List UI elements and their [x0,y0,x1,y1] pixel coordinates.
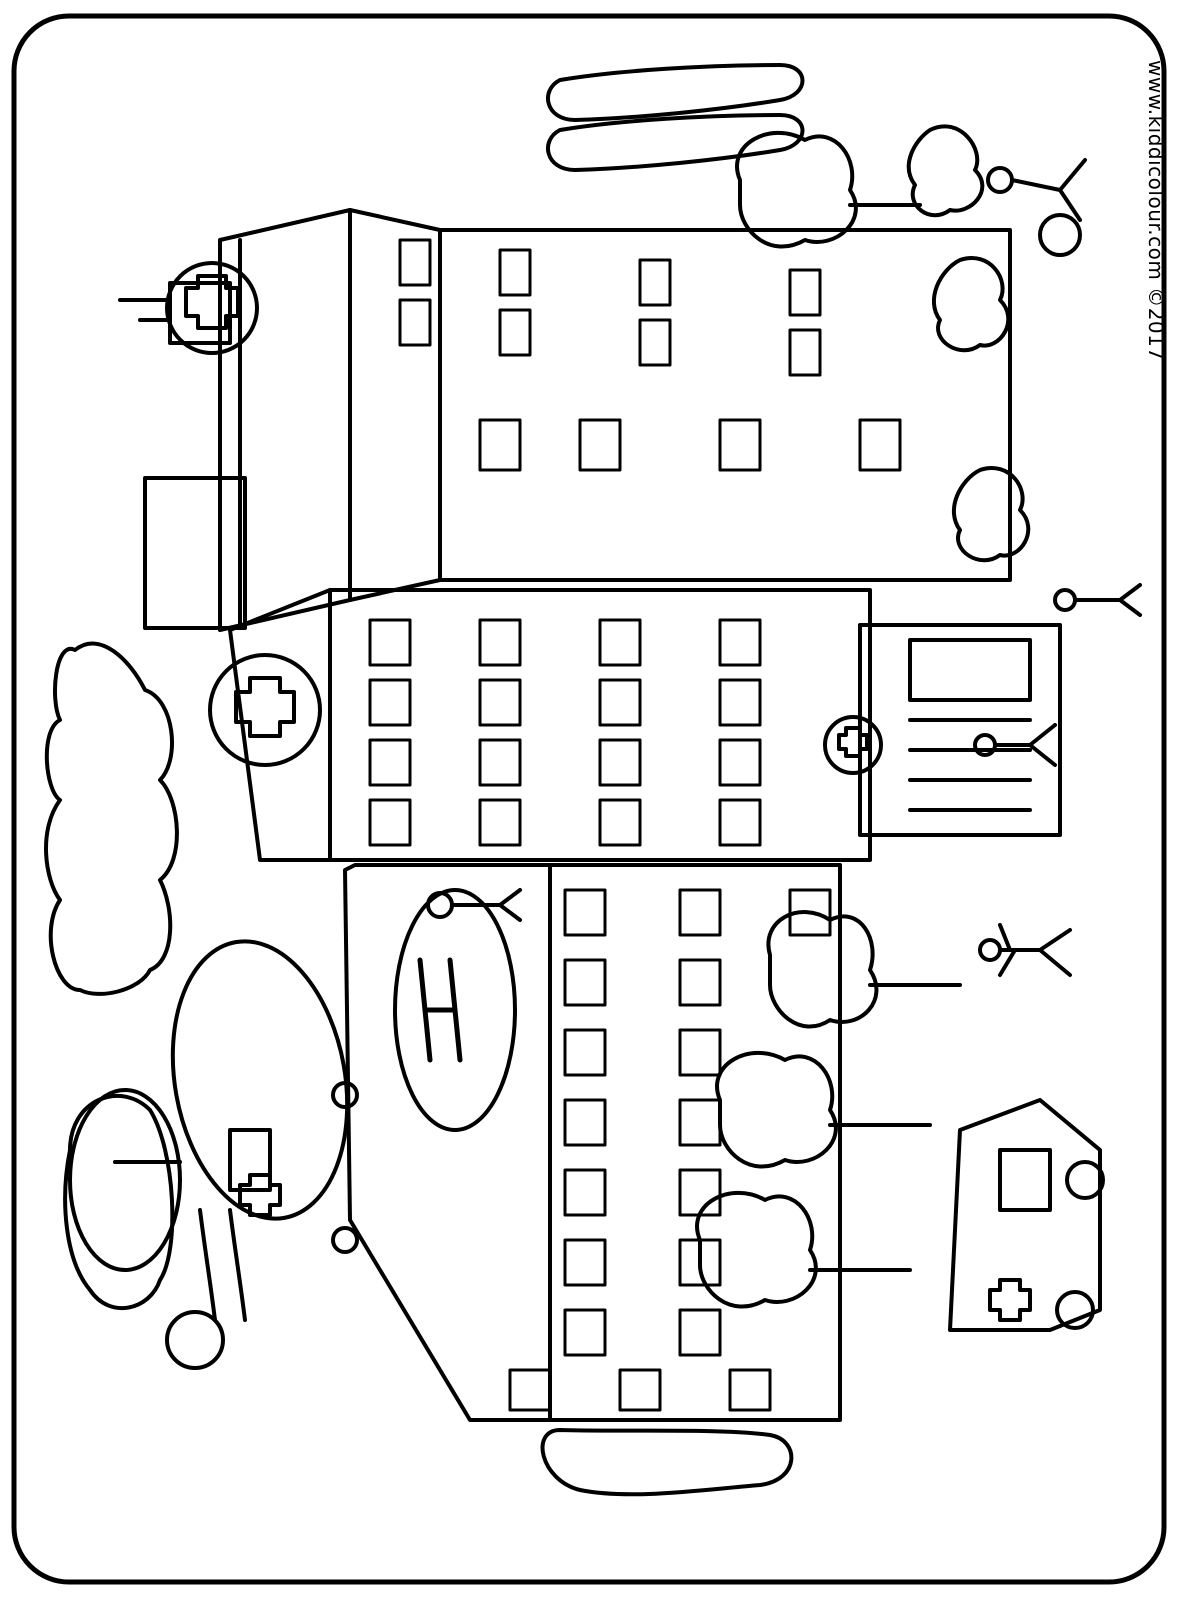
site-credit: www.kiddicolour.com ©2017 [1144,60,1168,361]
tree [715,1050,932,1169]
windows-lower-wing [508,888,832,1412]
bush [906,124,985,218]
person [973,723,1057,767]
page-frame [11,13,1167,1585]
hospital-entrance [858,623,1062,837]
person [978,923,1072,977]
helicopter [68,939,359,1370]
bush [932,256,1011,353]
tree [766,910,962,1029]
person [986,158,1087,257]
tree [695,1190,912,1309]
cloud [546,63,805,122]
ambulance [948,1098,1105,1332]
tree [735,130,922,249]
hospital-lower-wing [343,863,842,1422]
person [426,888,522,922]
windows-tower [398,238,902,472]
cross-sign [823,715,883,775]
cloud [546,113,805,172]
bush [952,466,1031,563]
helipad [393,888,517,1132]
hospital-central-block [228,588,872,862]
windows-central [368,618,762,847]
person [1053,583,1142,617]
cross-sign [165,261,259,355]
cloud [540,1428,794,1497]
cloud [44,641,179,996]
roof-stair-house [143,476,247,630]
cross-sign [208,653,322,767]
